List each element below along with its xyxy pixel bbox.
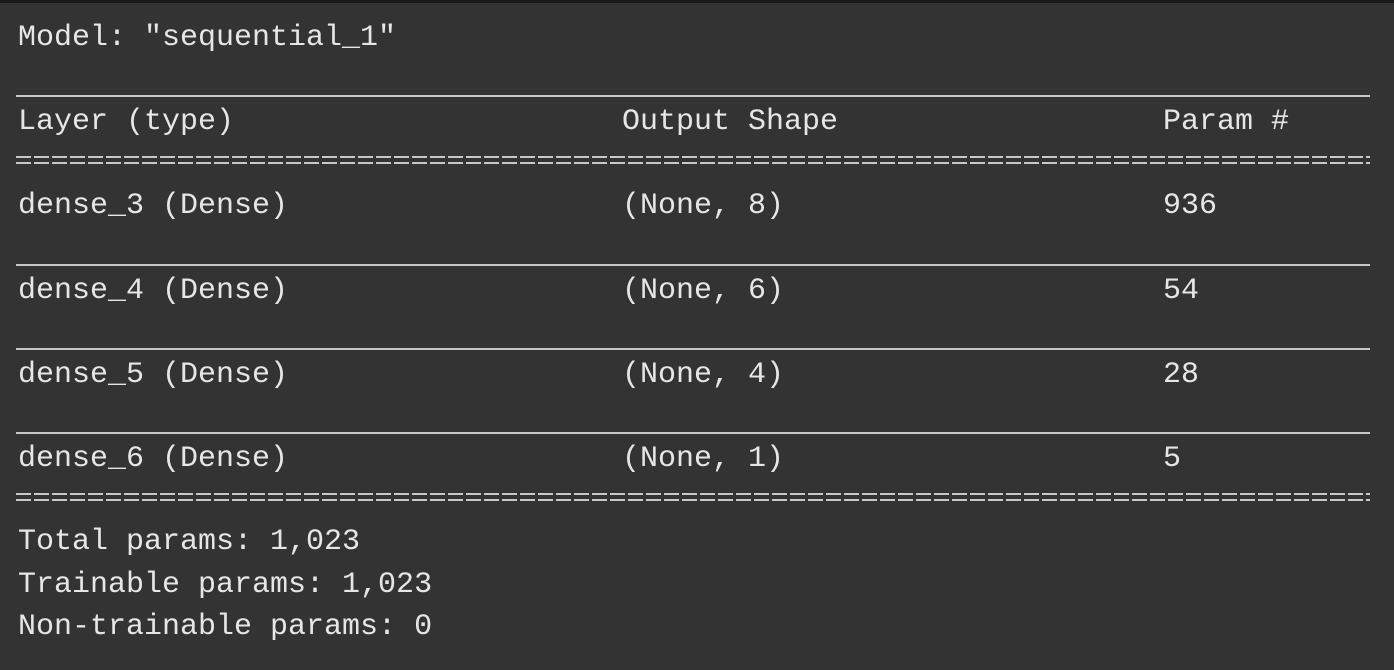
header-params: Param #: [1163, 105, 1290, 139]
row-output-shape: (None, 1): [622, 442, 785, 476]
trainable-params: Trainable params: 1,023: [18, 568, 433, 602]
row-layer: dense_5 (Dense): [18, 358, 289, 392]
row-rule: [16, 432, 1370, 434]
header-double-rule: [16, 156, 1370, 166]
header-output-shape: Output Shape: [622, 105, 839, 139]
model-title: Model: "sequential_1": [18, 21, 397, 55]
header-layer: Layer (type): [18, 105, 235, 139]
row-layer: dense_6 (Dense): [18, 442, 289, 476]
row-layer: dense_4 (Dense): [18, 274, 289, 308]
footer-double-rule: [16, 493, 1370, 503]
row-output-shape: (None, 6): [622, 274, 785, 308]
row-params: 5: [1163, 442, 1182, 476]
row-output-shape: (None, 8): [622, 189, 785, 223]
non-trainable-params: Non-trainable params: 0: [18, 610, 433, 644]
row-rule: [16, 264, 1370, 266]
row-params: 28: [1163, 358, 1200, 392]
row-params: 54: [1163, 274, 1200, 308]
row-layer: dense_3 (Dense): [18, 189, 289, 223]
row-params: 936: [1163, 189, 1218, 223]
top-rule: [16, 95, 1370, 97]
row-output-shape: (None, 4): [622, 358, 785, 392]
total-params: Total params: 1,023: [18, 525, 361, 559]
row-rule: [16, 348, 1370, 350]
